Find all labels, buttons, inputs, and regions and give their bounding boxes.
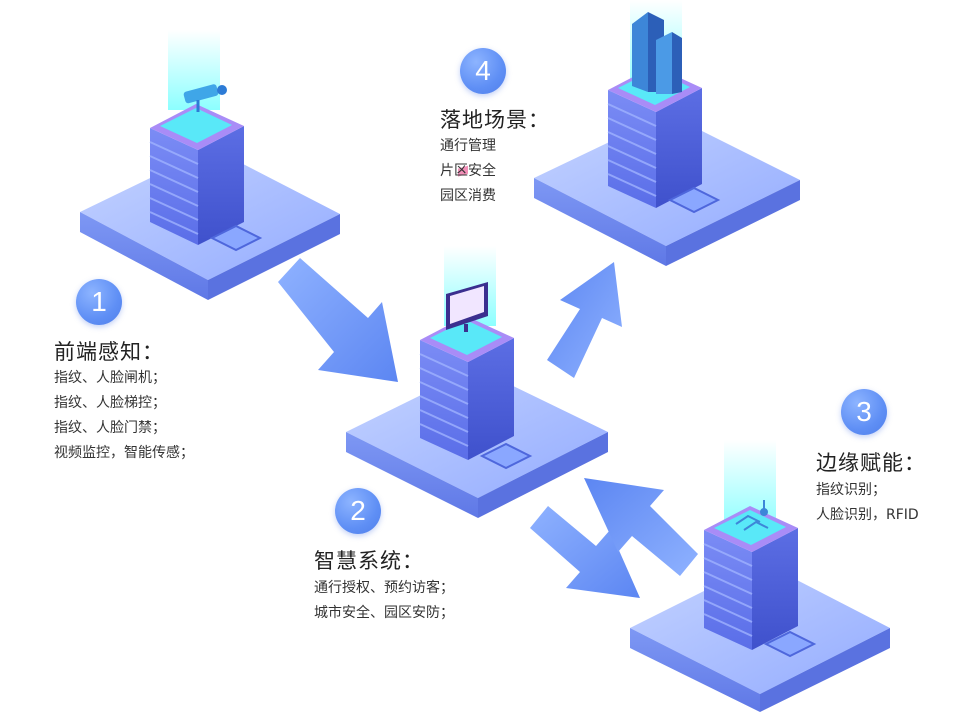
step-1-items: 指纹、人脸闸机； 指纹、人脸梯控； 指纹、人脸门禁； 视频监控，智能传感；: [54, 366, 194, 466]
step-1-title: 前端感知：: [54, 340, 164, 364]
monitor-icon: [446, 165, 488, 332]
building-sensing: [80, 30, 340, 300]
step-3-title: 边缘赋能：: [816, 451, 926, 475]
arrow-step3-to-step2: [584, 478, 698, 576]
step-3-badge: 3: [841, 389, 887, 435]
step-2-title: 智慧系统：: [314, 549, 424, 573]
step-4-title: 落地场景：: [440, 108, 550, 132]
step-3-items: 指纹识别； 人脸识别，RFID: [816, 478, 919, 528]
camera-icon: [183, 84, 227, 112]
list-item: 视频监控，智能传感；: [54, 445, 194, 461]
list-item: 园区消费: [440, 188, 496, 204]
list-item: 片区安全: [440, 163, 496, 179]
building-edge: [630, 440, 890, 712]
step-4-badge: 4: [460, 48, 506, 94]
arrow-step2-to-step4: [547, 262, 622, 378]
arrow-step2-to-step3: [530, 506, 640, 598]
list-item: 指纹、人脸闸机；: [54, 370, 166, 386]
list-item: 城市安全、园区安防；: [314, 605, 454, 621]
list-item: 指纹识别；: [816, 482, 886, 498]
list-item: 指纹、人脸门禁；: [54, 420, 166, 436]
step-1-badge: 1: [76, 279, 122, 325]
arrow-step1-to-step2: [278, 258, 398, 382]
skyscraper-icon: [632, 12, 682, 94]
building-smart-system: [346, 246, 608, 518]
list-item: 通行授权、预约访客；: [314, 580, 454, 596]
list-item: 通行管理: [440, 138, 496, 154]
list-item: 指纹、人脸梯控；: [54, 395, 166, 411]
circuit-icon: [735, 500, 769, 531]
step-2-badge: 2: [335, 488, 381, 534]
list-item: 人脸识别，RFID: [816, 507, 919, 523]
step-2-items: 通行授权、预约访客； 城市安全、园区安防；: [314, 576, 454, 626]
step-4-items: 通行管理 片区安全 园区消费: [440, 134, 496, 209]
